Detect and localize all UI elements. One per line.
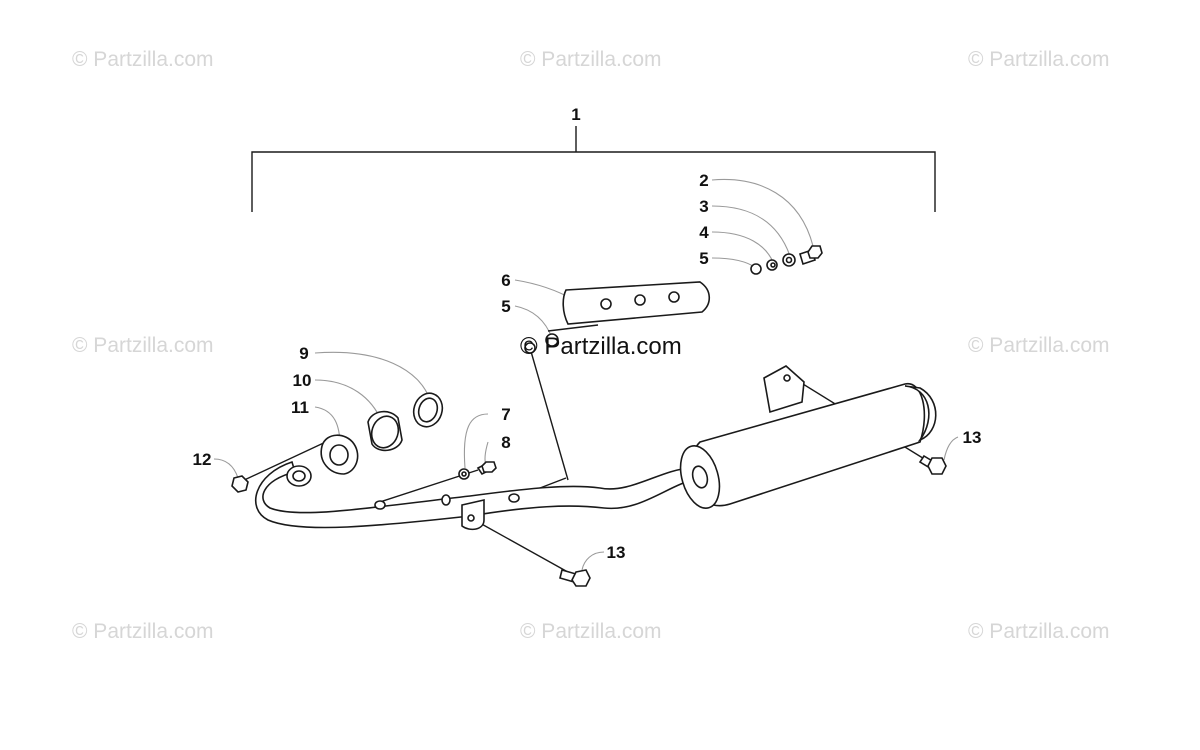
- callout-2: 2: [699, 171, 708, 190]
- callout-1: 1: [571, 105, 580, 124]
- callout-9: 9: [299, 344, 308, 363]
- assembly-bracket: [251, 126, 936, 212]
- strap-hardware: [545, 245, 823, 347]
- watermark: © Partzilla.com: [72, 620, 214, 643]
- watermark: © Partzilla.com: [968, 620, 1110, 643]
- callout-11: 11: [291, 398, 309, 417]
- center-watermark: © Partzilla.com: [520, 333, 682, 360]
- watermark: © Partzilla.com: [520, 48, 662, 71]
- callout-8: 8: [501, 433, 510, 452]
- watermark: © Partzilla.com: [520, 620, 662, 643]
- mounting-bolts: [559, 454, 947, 587]
- watermark: © Partzilla.com: [72, 334, 214, 357]
- callout-5: 5: [699, 249, 708, 268]
- callout-6: 6: [501, 271, 510, 290]
- callout-10: 10: [293, 371, 312, 390]
- callout-7: 7: [501, 405, 510, 424]
- callout-5: 5: [501, 297, 510, 316]
- flange-hardware: [231, 392, 444, 493]
- callout-13: 13: [607, 543, 626, 562]
- callout-3: 3: [699, 197, 708, 216]
- support-strap: [524, 281, 711, 481]
- muffler: [679, 365, 937, 509]
- pipe-hardware: [458, 461, 497, 480]
- callout-13: 13: [963, 428, 982, 447]
- watermark: © Partzilla.com: [968, 334, 1110, 357]
- callout-labels: 1 2 3 4 5 6 5 9 10 11 7 8 12 13 13: [193, 105, 982, 562]
- callout-12: 12: [193, 450, 212, 469]
- callout-4: 4: [699, 223, 709, 242]
- watermark: © Partzilla.com: [72, 48, 214, 71]
- exhaust-pipe: [254, 460, 702, 531]
- watermark: © Partzilla.com: [968, 48, 1110, 71]
